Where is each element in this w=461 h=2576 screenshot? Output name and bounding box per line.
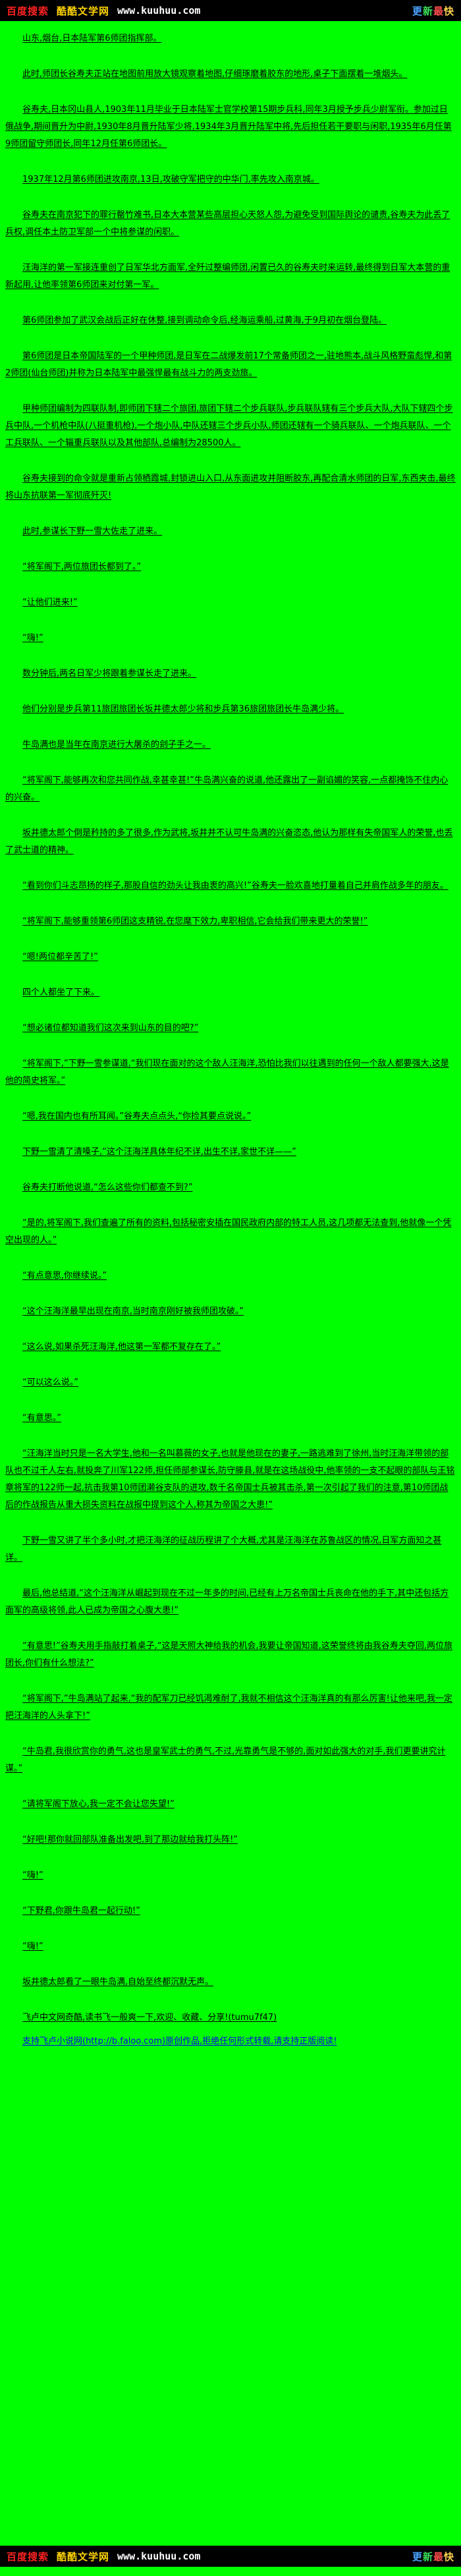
novel-paragraph: 此时,师团长谷寿夫正站在地图前用放大镜观察着地图,仔细琢磨着胶东的地形,桌子下面… bbox=[22, 69, 408, 79]
novel-paragraph: 谷寿夫打断他说道,“怎么这些你们都查不到?” bbox=[22, 1183, 193, 1192]
novel-paragraph: “请将军阁下放心,我一定不会让您失望!” bbox=[22, 1799, 175, 1809]
novel-paragraph: “牛岛君,我很欣赏你的勇气,这也是皇军武士的勇气,不过,光靠勇气是不够的,面对如… bbox=[5, 1747, 446, 1774]
novel-paragraph: “嗨!” bbox=[22, 633, 43, 643]
novel-paragraph: “可以这么说。” bbox=[22, 1378, 78, 1387]
novel-paragraph: 他们分别是步兵第11旅团旅团长坂井德太郎少将和步兵第36旅团旅团长牛岛满少将。 bbox=[22, 704, 344, 714]
novel-paragraph: 谷寿夫接到的命令就是重新占领栖霞城,封锁进山入口,从东面进攻并阻断胶东,再配合清… bbox=[5, 474, 456, 501]
novel-paragraph: “这么说,如果杀死汪海洋,他这第一军都不复存在了。” bbox=[22, 1342, 221, 1352]
novel-paragraph: “是的,将军阁下,我们查遍了所有的资料,包括秘密安插在国民政府内部的特工人员,这… bbox=[5, 1218, 452, 1245]
novel-paragraph: “嗨!” bbox=[22, 1942, 43, 1951]
banner-baidu-search-label: 百度搜索 bbox=[7, 2550, 49, 2563]
novel-paragraph: “将军阁下,能够再次和您共同作战,幸甚幸甚!”牛岛满兴奋的说道,他还露出了一副谄… bbox=[5, 775, 448, 802]
novel-paragraph: “嗨!” bbox=[22, 1870, 43, 1880]
banner-site-url[interactable]: www.kuuhuu.com bbox=[117, 2550, 201, 2562]
novel-paragraph: 坂井德太郎看了一眼牛岛满,自始至终都沉默无声。 bbox=[22, 1977, 214, 1987]
novel-paragraph: “将军阁下,”牛岛满站了起来,“我的配军刀已经饥渴难耐了,我就不相信这个汪海洋真… bbox=[5, 1694, 452, 1721]
novel-paragraph: “嗯,我在国内也有所耳闻。”谷寿夫点点头,“你捡其要点说说。” bbox=[22, 1111, 252, 1121]
banner-site-name: 酷酷文学网 bbox=[57, 2550, 110, 2563]
novel-paragraph: “好吧!那你就回部队准备出发吧,到了那边就给我打头阵!” bbox=[22, 1835, 238, 1845]
novel-paragraph: 下野一雪清了清嗓子,“这个汪海洋具体年纪不详,出生不详,家世不详——” bbox=[22, 1147, 296, 1157]
novel-paragraph: 汪海洋的第一军接连重创了日军华北方面军,全歼过整编师团,闲置已久的谷寿夫时来运转… bbox=[5, 263, 450, 290]
novel-paragraph: 第6师团是日本帝国陆军的一个甲种师团,是日军在二战爆发前17个常备师团之一,驻地… bbox=[5, 351, 452, 378]
novel-paragraph: 谷寿夫,日本冈山县人,1903年11月毕业于日本陆军士官学校第15期步兵科,同年… bbox=[5, 105, 452, 149]
novel-paragraph: 甲种师团编制为四联队制,即师团下辖二个旅团,旅团下辖二个步兵联队,步兵联队辖有三… bbox=[5, 404, 453, 448]
faloo-support-link[interactable]: 支持飞卢小说网(http://b.faloo.com)原创作品,拒绝任何形式转载… bbox=[22, 2036, 337, 2046]
banner-update-fastest-label: 更新最快 bbox=[412, 2550, 454, 2563]
promo-line: 飞卢中文网奇酷,读书飞一般爽一下,欢迎、收藏、分享!(tumu7f47) bbox=[22, 2013, 277, 2023]
bottom-banner[interactable]: 百度搜索 酷酷文学网 www.kuuhuu.com 更新最快 bbox=[0, 2546, 461, 2567]
novel-paragraph: 牛岛满也是当年在南京进行大屠杀的刽子手之一。 bbox=[22, 740, 211, 750]
novel-paragraph: 谷寿夫在南京犯下的罪行罄竹难书,日本大本营某些高层担心天怒人怨,为避免受到国际舆… bbox=[5, 210, 450, 237]
novel-content: 山东,烟台,日本陆军第6师团指挥部。此时,师团长谷寿夫正站在地图前用放大镜观察着… bbox=[0, 21, 461, 2546]
novel-paragraph: 下野一雪又讲了半个多小时,才把汪海洋的征战历程讲了个大概,尤其是汪海洋在苏鲁战区… bbox=[5, 1536, 442, 1563]
novel-paragraph: “这个汪海洋最早出现在南京,当时南京刚好被我师团攻破。” bbox=[22, 1306, 244, 1316]
top-banner[interactable]: 百度搜索 酷酷文学网 www.kuuhuu.com 更新最快 bbox=[0, 0, 461, 21]
novel-paragraph: “下野君,你跟牛岛君一起行动!” bbox=[22, 1906, 140, 1916]
novel-paragraph: “将军阁下,”下野一雪参谋道,“我们现在面对的这个敌人汪海洋,恐怕比我们以往遇到… bbox=[5, 1059, 449, 1086]
banner-site-name: 酷酷文学网 bbox=[57, 5, 110, 17]
novel-paragraph: “汪海洋当时只是一名大学生,他和一名叫慕薇的女子,也就是他现在的妻子,一路逃难到… bbox=[5, 1449, 455, 1510]
novel-paragraph: 1937年12月第6师团进攻南京,13日,攻破守军把守的中华门,率先攻入南京城。 bbox=[22, 175, 319, 184]
novel-paragraph: 第6师团参加了武汉会战后正好在休整,接到调动命令后,经海运乘船,过黄海,于9月初… bbox=[22, 316, 387, 325]
novel-paragraph: 四个人都坐了下来。 bbox=[22, 988, 100, 997]
novel-paragraph: 坂井德太郎个倒是矜持的多了很多,作为武将,坂井并不认可牛岛满的兴奋恣态,他认为那… bbox=[5, 828, 453, 855]
banner-update-fastest-label: 更新最快 bbox=[412, 5, 454, 17]
novel-paragraph: “让他们进来!” bbox=[22, 598, 78, 607]
banner-site-url[interactable]: www.kuuhuu.com bbox=[117, 5, 201, 16]
novel-paragraph: “将军阁下,两位旅团长都到了。” bbox=[22, 562, 142, 572]
novel-paragraph: “有意思。” bbox=[22, 1413, 61, 1423]
novel-paragraph: 此时,参谋长下野一雪大佐走了进来。 bbox=[22, 526, 163, 536]
novel-body: 山东,烟台,日本陆军第6师团指挥部。此时,师团长谷寿夫正站在地图前用放大镜观察着… bbox=[5, 30, 456, 1991]
novel-paragraph: “想必诸位都知道我们这次来到山东的目的吧?” bbox=[22, 1023, 199, 1033]
novel-paragraph: “看到你们斗志昂扬的样子,那股自信的劲头让我由衷的高兴!”谷寿夫一脸欢喜地打量着… bbox=[22, 881, 448, 891]
banner-baidu-search-label: 百度搜索 bbox=[7, 5, 49, 17]
bottom-spacer bbox=[0, 2567, 461, 2576]
novel-paragraph: “有点意思,你继续说。” bbox=[22, 1271, 107, 1281]
novel-paragraph: “有意思!”谷寿夫用手指敲打着桌子,“这是天照大神给我的机会,我要让帝国知道,这… bbox=[5, 1641, 452, 1668]
novel-paragraph: “将军阁下,能够重领第6师团这支精锐,在您麾下效力,卑职相信,它会给我们带来更大… bbox=[22, 916, 368, 926]
novel-paragraph: 山东,烟台,日本陆军第6师团指挥部。 bbox=[22, 34, 162, 43]
novel-paragraph: 数分钟后,两名日军少将跟着参谋长走了进来。 bbox=[22, 669, 197, 679]
novel-paragraph: “嗯!两位都辛苦了!” bbox=[22, 952, 98, 962]
novel-paragraph: 最后,他总结道,“这个汪海洋从崛起到现在不过一年多的时间,已经有上万名帝国士兵丧… bbox=[5, 1588, 449, 1615]
